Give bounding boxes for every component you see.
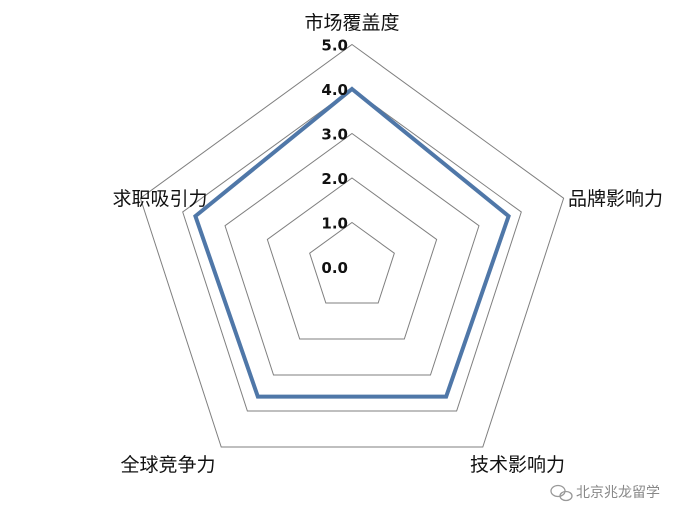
grid-ring-2 [266,177,438,340]
grid-ring-3 [224,132,480,376]
axis-label: 技术影响力 [470,454,565,476]
tick-label: 2.0 [321,170,348,188]
tick-label: 4.0 [321,81,348,99]
axis-label: 求职吸引力 [112,188,207,210]
tick-label: 5.0 [321,37,348,55]
grid-ring-5 [139,43,565,448]
grid-ring-1 [309,221,395,304]
tick-label: 3.0 [321,126,348,144]
axis-label: 品牌影响力 [568,188,663,210]
wechat-icon [550,484,573,502]
axis-label: 市场覆盖度 [304,12,399,34]
series-line-0 [193,86,511,399]
axis-label: 全球竞争力 [120,454,215,476]
tick-label: 1.0 [321,215,348,233]
tick-label: 0.0 [321,259,348,277]
watermark-text: 北京兆龙留学 [576,485,660,501]
grid-ring-4 [182,88,522,412]
